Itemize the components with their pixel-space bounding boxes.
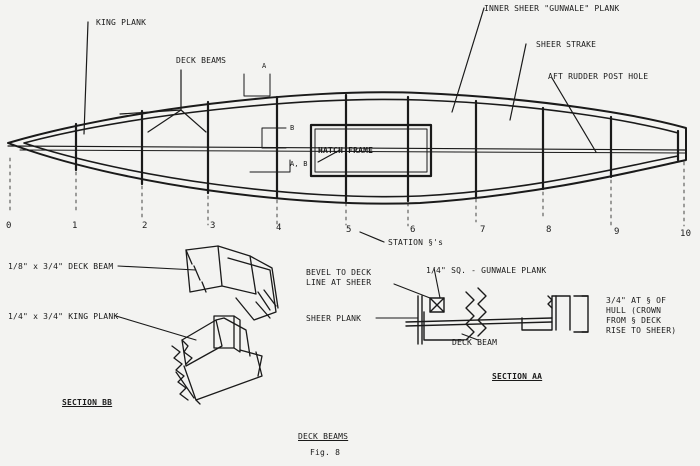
deck-beam-frames xyxy=(74,93,680,203)
crown-note-line2: HULL (CROWN xyxy=(606,306,662,315)
deck-beams-leader xyxy=(119,69,207,133)
section-ab-marker: A, B xyxy=(290,160,308,168)
deck-beam-dimension-label: 1/8" x 3/4" DECK BEAM xyxy=(8,262,114,271)
station-number: 6 xyxy=(410,225,416,235)
bevel-label-line2: LINE AT SHEER xyxy=(306,278,372,287)
section-aa-title: SECTION AA xyxy=(492,372,543,381)
deck-beams-label: DECK BEAMS xyxy=(176,56,227,65)
section-bb-leaders xyxy=(115,265,197,341)
station-number: 8 xyxy=(546,225,552,235)
section-aa-detail xyxy=(405,287,589,345)
deck-beam-label: DECK BEAM xyxy=(452,338,498,347)
station-label: STATION §'s xyxy=(388,238,444,247)
station-number: 9 xyxy=(614,227,620,237)
section-bb-detail xyxy=(171,245,279,405)
crown-note-line1: 3/4" AT § OF xyxy=(606,296,667,305)
inner-sheer-label: INNER SHEER "GUNWALE" PLANK xyxy=(484,4,620,13)
king-plank-label: KING PLANK xyxy=(96,18,147,27)
crown-note-line3: FROM § DECK xyxy=(606,316,662,325)
station-number: 10 xyxy=(680,229,692,239)
bevel-label-line1: BEVEL TO DECK xyxy=(306,268,372,277)
gunwale-dimension-label: 1/4" SQ. - GUNWALE PLANK xyxy=(426,266,547,275)
hatch-frame-label: HATCH FRAME xyxy=(318,146,374,155)
aft-rudder-label: AFT RUDDER POST HOLE xyxy=(548,72,649,81)
section-bb-title: SECTION BB xyxy=(62,398,113,407)
figure-caption-title: DECK BEAMS xyxy=(298,432,349,441)
figure-caption-number: Fig. 8 xyxy=(310,448,341,457)
section-a-marker: A xyxy=(262,62,267,70)
station-number: 4 xyxy=(276,223,282,233)
station-number: 7 xyxy=(480,225,486,235)
king-plank-dimension-label: 1/4" x 3/4" KING PLANK xyxy=(8,312,119,321)
station-number: 5 xyxy=(346,225,352,235)
sheer-plank-label: SHEER PLANK xyxy=(306,314,362,323)
station-number: 0 xyxy=(6,221,12,231)
section-markers xyxy=(243,73,291,173)
label-leaders xyxy=(83,7,527,163)
hatch-frame xyxy=(309,123,433,178)
station-ticks xyxy=(9,157,685,227)
crown-note-line4: RISE TO SHEER) xyxy=(606,326,677,335)
sheer-strake-label: SHEER STRAKE xyxy=(536,40,597,49)
station-number: 2 xyxy=(142,221,148,231)
section-aa-leaders xyxy=(375,267,479,341)
section-b-marker: B xyxy=(290,124,295,132)
station-number: 3 xyxy=(210,221,216,231)
station-number: 1 xyxy=(72,221,78,231)
